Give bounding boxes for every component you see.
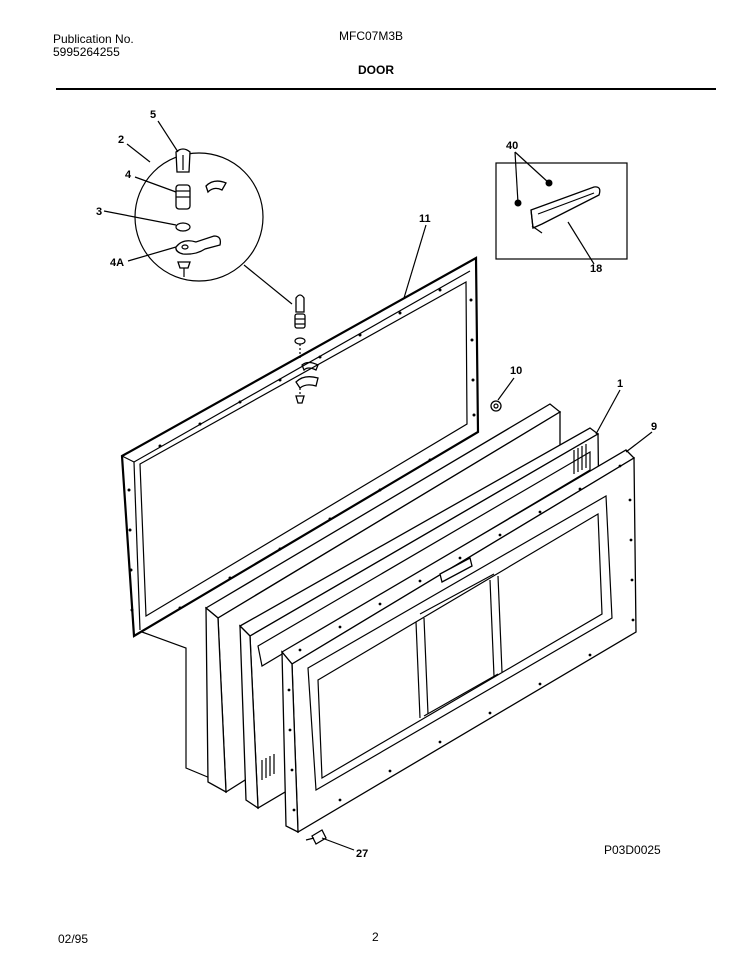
callout-2: 2 — [118, 134, 124, 146]
diagram-code: P03D0025 — [604, 843, 661, 857]
page-number: 2 — [372, 930, 379, 944]
hinge-detail-circle — [134, 148, 264, 282]
hinge-assembly — [294, 294, 319, 404]
door-gasket-frame — [120, 256, 480, 638]
section-title: DOOR — [358, 63, 394, 77]
publication-number: 5995264255 — [53, 45, 120, 59]
callout-18: 18 — [590, 263, 602, 275]
callout-3: 3 — [96, 206, 102, 218]
handle-detail-box — [495, 162, 628, 260]
callout-leaders — [103, 120, 653, 851]
plug-part — [490, 400, 502, 412]
model-number: MFC07M3B — [339, 29, 404, 43]
callout-40: 40 — [506, 140, 518, 152]
publication-label: Publication No. — [53, 32, 134, 46]
callout-27: 27 — [356, 848, 368, 860]
callout-10: 10 — [510, 365, 522, 377]
screw-part — [305, 829, 327, 845]
callout-9: 9 — [651, 421, 657, 433]
callout-labels: 5 2 4 3 4A 40 18 11 10 1 9 27 — [96, 109, 657, 860]
callout-4a: 4A — [110, 257, 124, 269]
header-rule — [56, 88, 716, 90]
callout-5: 5 — [150, 109, 156, 121]
callout-1: 1 — [617, 378, 623, 390]
callout-11: 11 — [419, 213, 431, 225]
door-inner-liner — [281, 449, 637, 834]
detail-leader-line — [243, 264, 293, 305]
callout-4: 4 — [125, 169, 132, 181]
revision-date: 02/95 — [58, 932, 89, 946]
